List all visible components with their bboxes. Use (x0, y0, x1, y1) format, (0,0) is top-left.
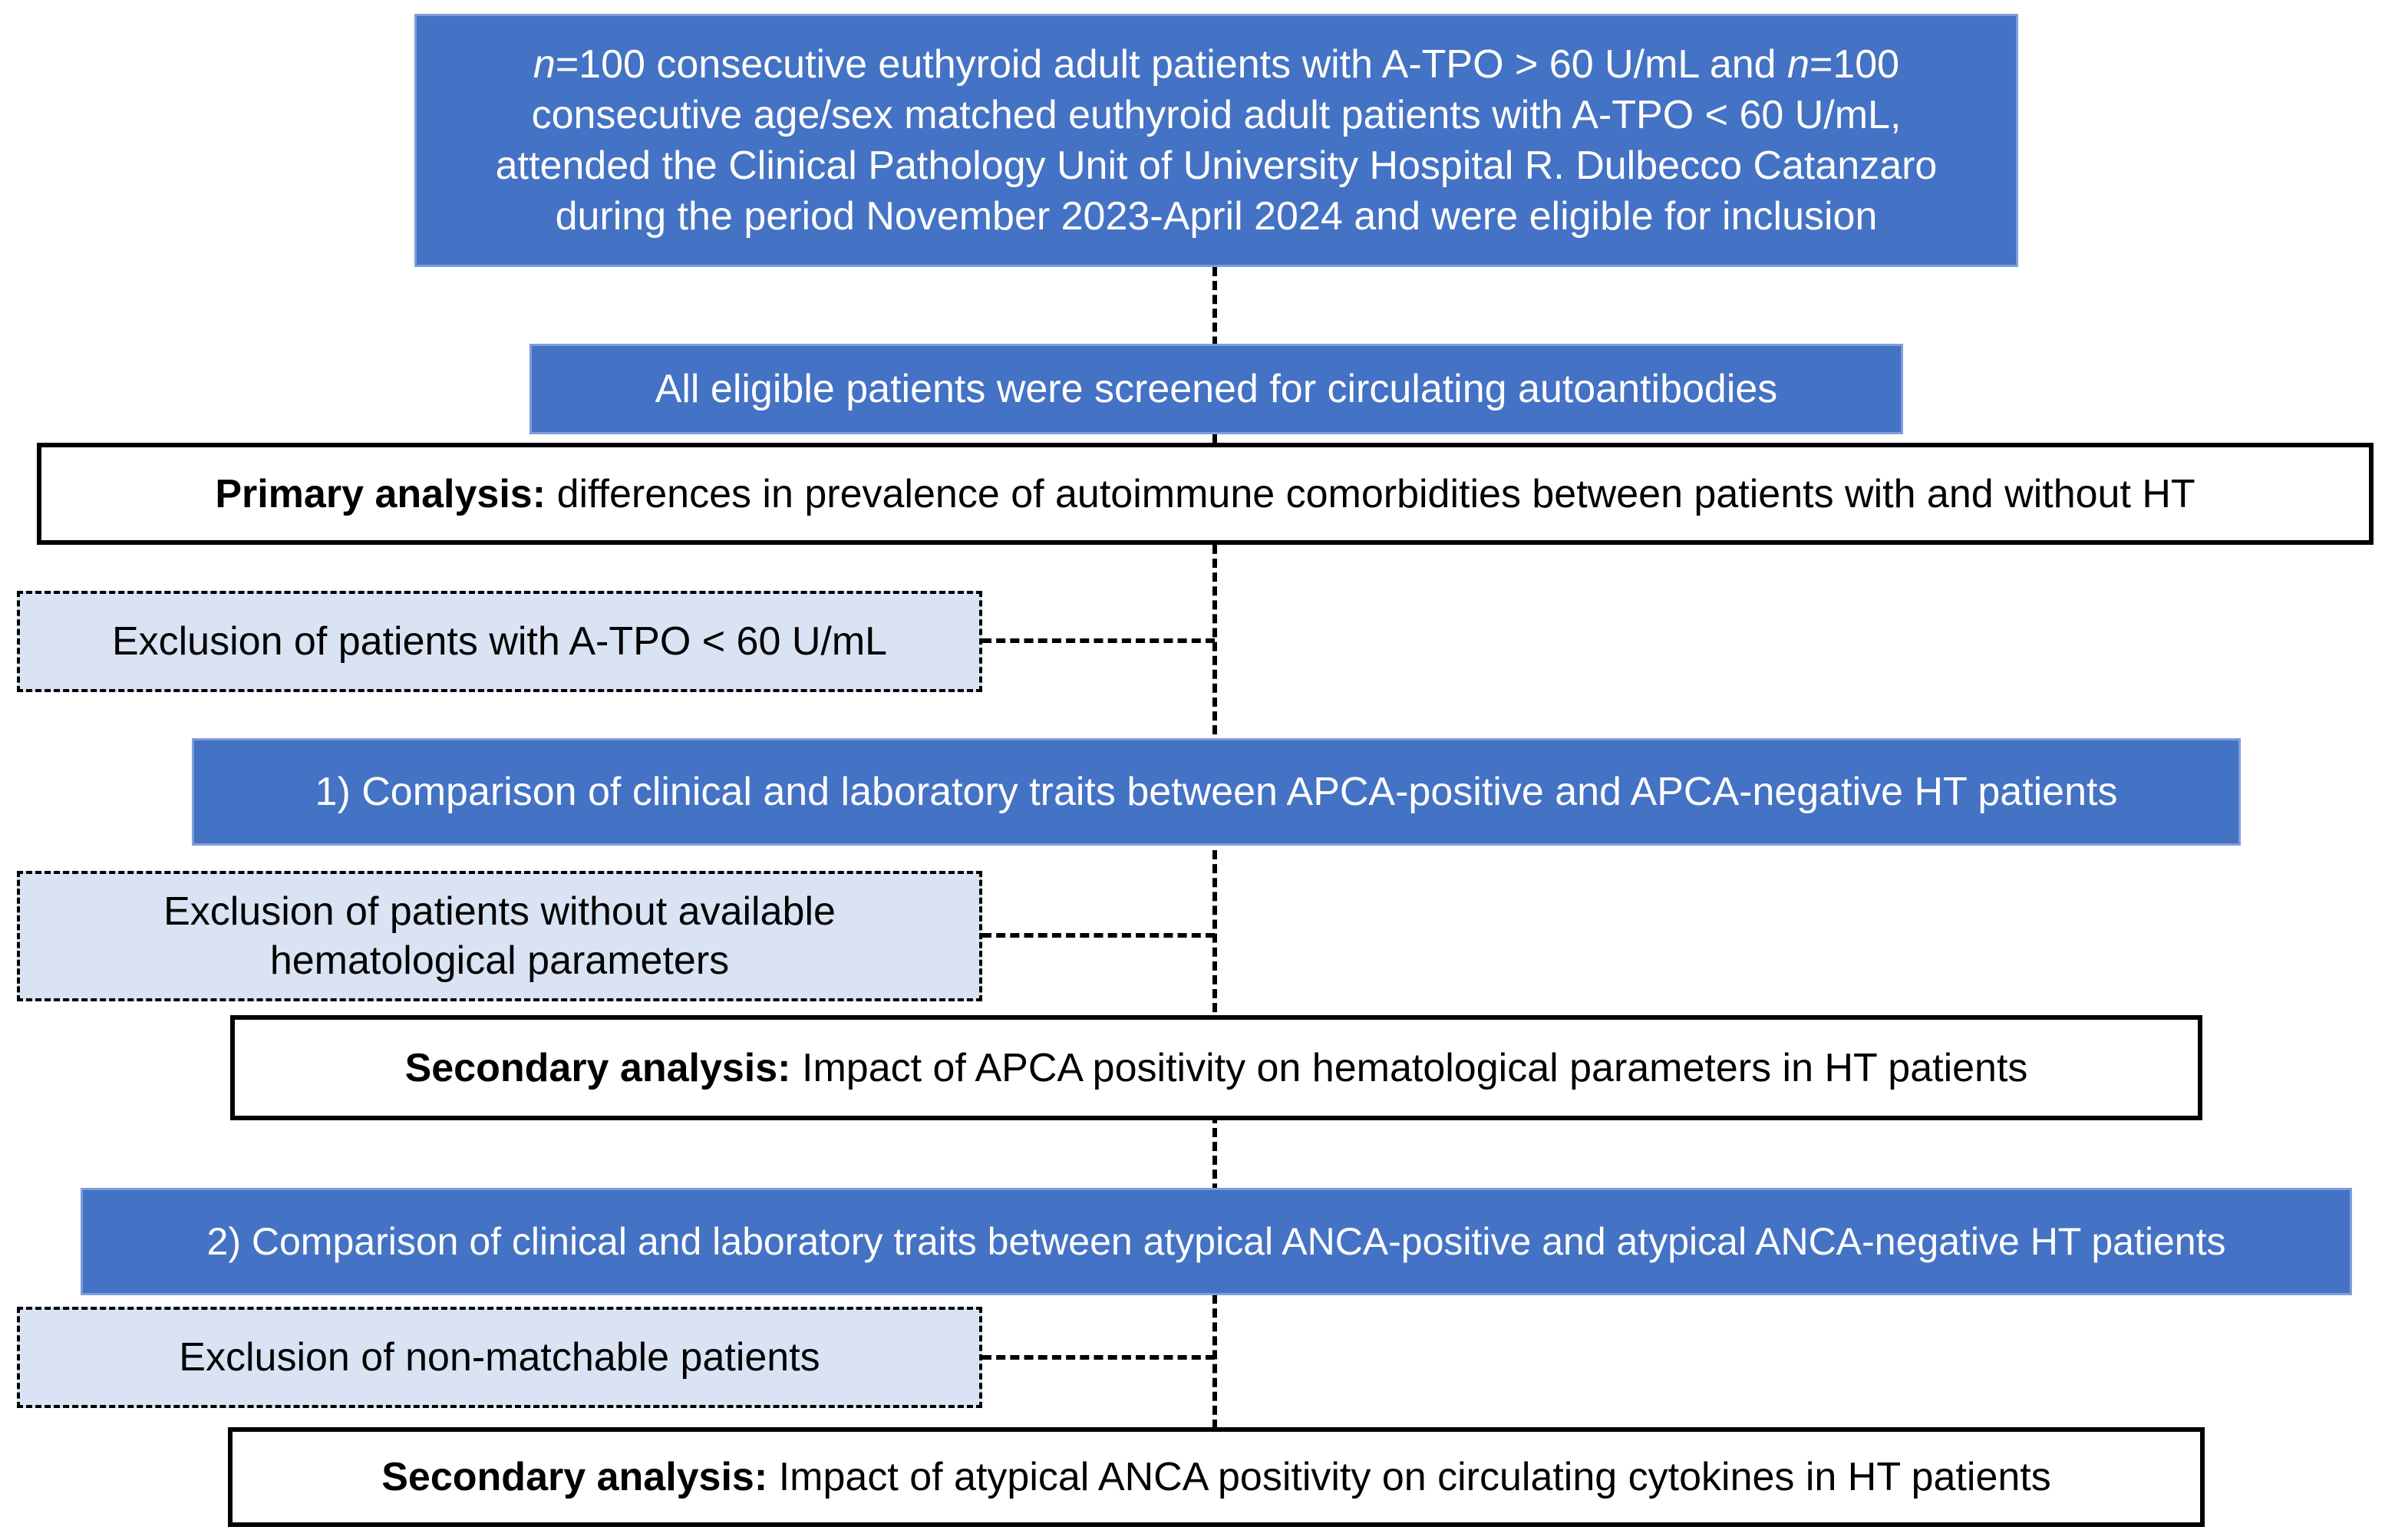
screening-text: All eligible patients were screened for … (655, 367, 1778, 411)
flow-spine-vertical-dashed-line (1212, 267, 1217, 1429)
intro-cohort-text: n=100 consecutive euthyroid adult patien… (495, 42, 1938, 239)
secondary-anca-box: Secondary analysis: Impact of atypical A… (228, 1427, 2205, 1527)
primary-analysis-box: Primary analysis: differences in prevale… (37, 443, 2374, 545)
screening-box: All eligible patients were screened for … (529, 344, 1903, 434)
primary-analysis-text: differences in prevalence of autoimmune … (556, 471, 2195, 516)
comparison-apca-box: 1) Comparison of clinical and laboratory… (192, 738, 2241, 846)
comparison-anca-box: 2) Comparison of clinical and laboratory… (81, 1188, 2352, 1295)
intro-cohort-box: n=100 consecutive euthyroid adult patien… (414, 14, 2018, 267)
primary-analysis-label: Primary analysis: (215, 471, 546, 516)
secondary-anca-text: Impact of atypical ANCA positivity on ci… (778, 1455, 2051, 1499)
exclusion-nonmatchable-box: Exclusion of non-matchable patients (17, 1307, 982, 1408)
secondary-apca-label: Secondary analysis: (404, 1045, 791, 1090)
connector-exclusion-nonmatchable (982, 1355, 1215, 1360)
connector-exclusion-hematological (982, 933, 1215, 938)
exclusion-atpo-text: Exclusion of patients with A-TPO < 60 U/… (111, 619, 888, 664)
exclusion-hematological-text: Exclusion of patients without available … (163, 889, 836, 983)
exclusion-atpo-box: Exclusion of patients with A-TPO < 60 U/… (17, 591, 982, 692)
secondary-apca-box: Secondary analysis: Impact of APCA posit… (230, 1015, 2202, 1120)
secondary-anca-label: Secondary analysis: (381, 1455, 768, 1499)
secondary-apca-text: Impact of APCA positivity on hematologic… (802, 1045, 2028, 1090)
comparison-anca-text: 2) Comparison of clinical and laboratory… (206, 1220, 2226, 1263)
comparison-apca-text: 1) Comparison of clinical and laboratory… (315, 770, 2118, 814)
connector-exclusion-atpo (982, 638, 1215, 643)
exclusion-hematological-box: Exclusion of patients without available … (17, 871, 982, 1001)
exclusion-nonmatchable-text: Exclusion of non-matchable patients (179, 1335, 820, 1380)
